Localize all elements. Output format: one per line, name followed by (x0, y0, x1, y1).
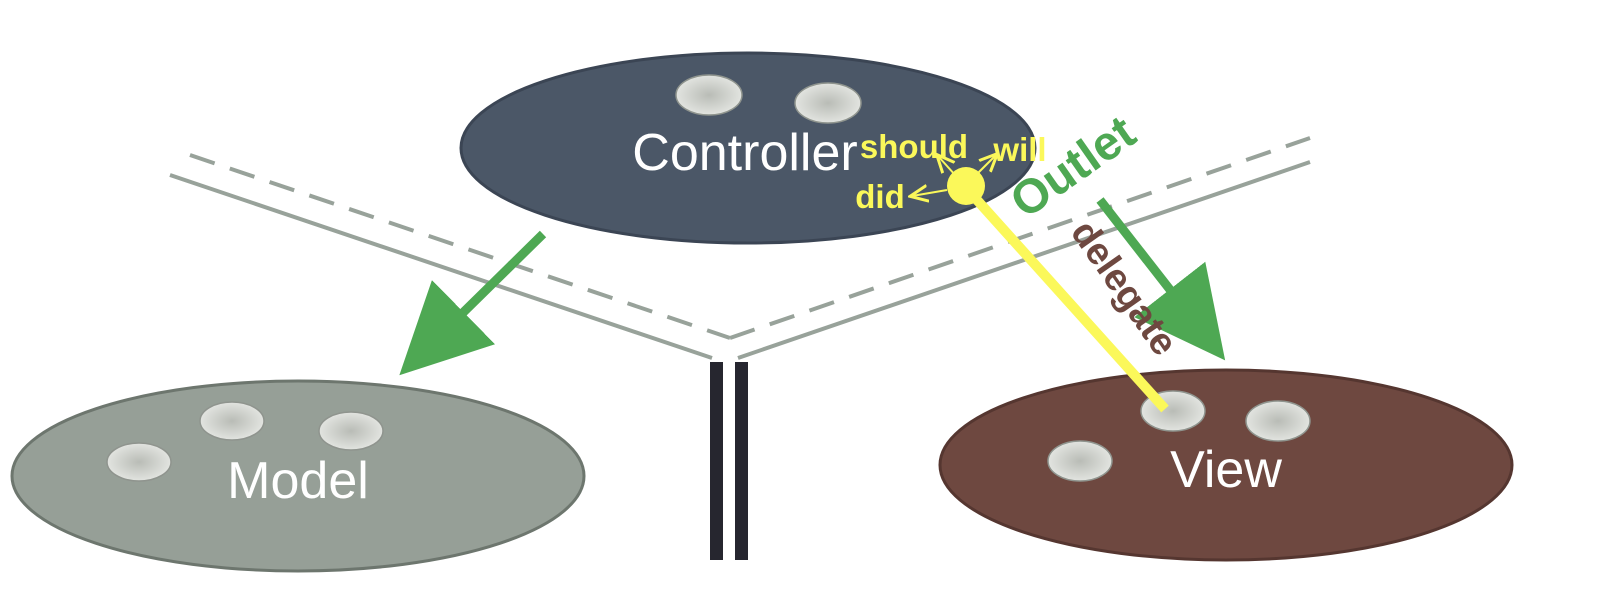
delegate-hub: should will did (855, 128, 1046, 215)
divider-lines (169, 136, 1311, 360)
controller-to-model-arrow (399, 230, 547, 376)
did-label: did (855, 178, 904, 215)
view-label: View (1170, 441, 1282, 499)
left-dashed-line (189, 153, 731, 340)
model-label: Model (227, 452, 369, 510)
model-bubble-3 (106, 442, 172, 482)
outlet-arrow (1096, 197, 1226, 361)
model-node: Model (10, 379, 586, 573)
controller-bubble-1 (675, 74, 743, 116)
delegate-hub-dot (947, 167, 985, 205)
model-ellipse (10, 379, 586, 573)
view-node: View (938, 368, 1514, 562)
controller-bubble-2 (794, 82, 862, 124)
should-label: should (860, 128, 968, 165)
controller-label: Controller (632, 124, 857, 182)
separator-bar-left (710, 362, 723, 560)
right-solid-line (737, 160, 1311, 360)
model-bubble-2 (318, 411, 384, 451)
will-arrow (976, 155, 996, 175)
will-label: will (992, 131, 1046, 168)
controller-node: Controller (459, 51, 1037, 245)
model-bubble-1 (199, 401, 265, 441)
separator-bar-right (735, 362, 748, 560)
separator-bars (710, 362, 748, 560)
right-dashed-line (729, 136, 1311, 340)
did-arrow (912, 190, 948, 196)
delegate-line (964, 186, 1169, 413)
controller-ellipse (459, 51, 1037, 245)
left-solid-line (169, 173, 713, 360)
view-bubble-3 (1047, 440, 1113, 482)
should-arrow (938, 156, 957, 177)
view-ellipse (938, 368, 1514, 562)
view-bubble-2 (1245, 400, 1311, 442)
